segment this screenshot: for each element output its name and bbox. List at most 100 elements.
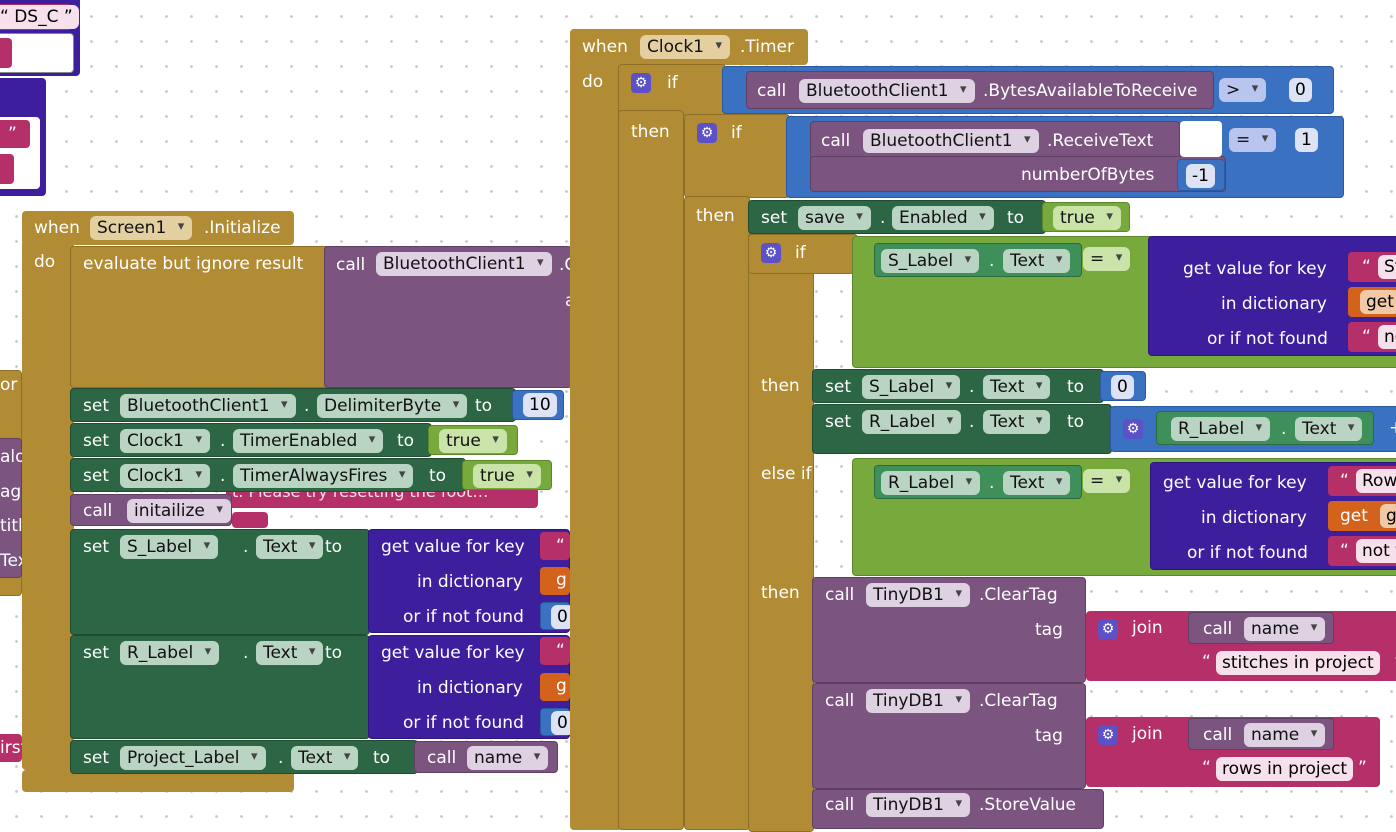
slabel-text-dropdown-2[interactable]: Text [983, 375, 1051, 399]
rlabel-dropdown-2[interactable]: R_Label [862, 410, 962, 434]
if-block-outer[interactable]: ⚙ if then [618, 64, 726, 142]
slabel-dropdown-2[interactable]: S_Label [862, 375, 961, 399]
delimiter-comp-dropdown[interactable]: BluetoothClient1 [120, 394, 296, 418]
bt-client-dropdown-2[interactable]: BluetoothClient1 [799, 79, 975, 103]
call-initialize-block[interactable]: call initailize [70, 494, 232, 526]
get-rlabel-text[interactable]: R_Label . Text [1156, 411, 1374, 445]
key-string-row[interactable]: “Row [1328, 466, 1396, 496]
tinydb-dropdown-1[interactable]: TinyDB1 [866, 583, 970, 607]
getvalue-block-1[interactable]: get value for key in dictionary or if no… [368, 529, 570, 633]
set-rlabel-plus[interactable]: set R_Label . Text to [812, 404, 1112, 454]
cleartag-block-1[interactable]: call TinyDB1 .ClearTag tag [812, 577, 1086, 683]
save-dropdown[interactable]: save [798, 206, 871, 230]
zero-num[interactable]: 0 [1289, 78, 1312, 102]
timerenabled-comp-dropdown[interactable]: Clock1 [120, 429, 211, 453]
enabled-dropdown[interactable]: Enabled [892, 206, 994, 230]
clock1-timer-block[interactable]: when Clock1 .Timer [570, 29, 808, 65]
rlabel-getter-dropdown-2[interactable]: R_Label [881, 471, 981, 495]
call-name-2[interactable]: call name [1188, 718, 1334, 750]
bt-client-dropdown[interactable]: BluetoothClient1 [376, 252, 552, 276]
partial-left-bottom[interactable]: irst [0, 734, 27, 762]
slabel-prop-dropdown[interactable]: Text [256, 535, 324, 559]
projectlabel-prop-dropdown[interactable]: Text [291, 746, 359, 770]
alwaysfires-prop-dropdown[interactable]: TimerAlwaysFires [233, 464, 414, 488]
if-block-level3[interactable]: ⚙ if [748, 234, 858, 274]
tinydb-dropdown-3[interactable]: TinyDB1 [866, 793, 970, 817]
set-alwaysfires-block[interactable]: set Clock1 . TimerAlwaysFires to [70, 458, 466, 492]
rlabel-text-dropdown-3[interactable]: Text [1295, 417, 1363, 441]
num-block-10[interactable]: 10 [512, 390, 564, 420]
delimiter-prop-dropdown[interactable]: DelimiterByte [317, 394, 468, 418]
set-timerenabled-block[interactable]: set Clock1 . TimerEnabled to [70, 423, 432, 457]
rlabel-text-dropdown-2[interactable]: Text [983, 410, 1051, 434]
set-slabel-zero[interactable]: set S_Label . Text to [812, 369, 1104, 403]
key-string-1[interactable]: “ [540, 532, 570, 560]
projectlabel-comp-dropdown[interactable]: Project_Label [120, 746, 266, 770]
get-rlabel-text-2[interactable]: R_Label . Text [874, 465, 1082, 499]
string-rows-in-project[interactable]: “ rows in project ” [1188, 753, 1378, 785]
one-num[interactable]: 1 [1295, 128, 1318, 152]
tinydb-dropdown-2[interactable]: TinyDB1 [866, 689, 970, 713]
call-name-1[interactable]: call name [1188, 612, 1334, 644]
eq-op-dropdown[interactable]: = [1229, 128, 1277, 152]
notfound-num-1[interactable]: 0 [540, 602, 574, 630]
screen1-initialize-block[interactable]: when Screen1 .Initialize [22, 211, 294, 245]
notfound-string-notf[interactable]: “not f [1328, 536, 1396, 566]
get-slabel-text[interactable]: S_Label . Text [874, 243, 1082, 277]
if-inner-mutator-icon[interactable]: ⚙ [697, 123, 717, 143]
name-dropdown[interactable]: name [467, 746, 549, 770]
rlabel-getter-dropdown[interactable]: R_Label [1171, 417, 1271, 441]
rlabel-comp-dropdown[interactable]: R_Label [120, 641, 220, 665]
if-level3-mutator-icon[interactable]: ⚙ [761, 243, 781, 263]
bool-true-1[interactable]: true [428, 425, 518, 455]
notfound-num-2[interactable]: 0 [540, 708, 574, 736]
slabel-comp-dropdown[interactable]: S_Label [120, 535, 219, 559]
call-bytes-available[interactable]: call BluetoothClient1 .BytesAvailableToR… [746, 71, 1214, 109]
string-dsc[interactable]: “ DS_C ” [0, 5, 79, 29]
timerenabled-prop-dropdown[interactable]: TimerEnabled [233, 429, 384, 453]
call-receivetext[interactable]: call BluetoothClient1 .ReceiveText [810, 121, 1180, 161]
partial-string-quote[interactable] [232, 512, 268, 528]
bool-true-2[interactable]: true [462, 460, 552, 490]
key-string-2[interactable]: “ [540, 637, 570, 665]
set-delimiter-block[interactable]: set BluetoothClient1 . DelimiterByte to [70, 388, 516, 422]
rlabel-text-dropdown-4[interactable]: Text [1003, 471, 1071, 495]
slabel-text-dropdown[interactable]: Text [1003, 249, 1071, 273]
storevalue-block[interactable]: call TinyDB1 .StoreValue [812, 789, 1104, 829]
set-slabel-block[interactable]: set S_Label . Text to [70, 529, 370, 635]
dict-get-gl[interactable]: getgl [1328, 501, 1396, 531]
cleartag-block-2[interactable]: call TinyDB1 .ClearTag tag [812, 683, 1086, 789]
num-zero-wrap[interactable]: 0 [1100, 371, 1146, 401]
logic-eq-dropdown-1[interactable]: = [1083, 247, 1131, 271]
key-string-st[interactable]: “St [1348, 252, 1396, 282]
dict-get-st[interactable]: get [1348, 287, 1396, 317]
set-projectlabel-block[interactable]: set Project_Label . Text to [70, 740, 418, 774]
bt-call-partial[interactable]: call BluetoothClient1 .C a [324, 246, 576, 388]
screen1-dropdown[interactable]: Screen1 [90, 216, 193, 240]
getvalue-block-2[interactable]: get value for key in dictionary or if no… [368, 635, 570, 739]
gt-op-dropdown[interactable]: > [1219, 78, 1267, 102]
if-mutator-icon[interactable]: ⚙ [631, 73, 651, 93]
initialize-dropdown[interactable]: initailize [127, 499, 231, 523]
call-name-block[interactable]: call name [414, 741, 558, 773]
string-stitches[interactable]: “ stitches in project ” [1188, 647, 1396, 679]
dict-get-2[interactable]: g [540, 673, 570, 701]
partial-text-second[interactable]: ” [0, 120, 30, 148]
join-mutator-icon-1[interactable]: ⚙ [1098, 619, 1118, 639]
alwaysfires-comp-dropdown[interactable]: Clock1 [120, 464, 211, 488]
clock1-dropdown[interactable]: Clock1 [640, 35, 731, 59]
partial-string-dsc[interactable]: “ DS_C ” [0, 4, 79, 30]
logic-eq-dropdown-2[interactable]: = [1083, 469, 1131, 493]
partial-left-call[interactable] [0, 438, 22, 578]
notfound-string-no[interactable]: “no [1348, 322, 1396, 352]
rlabel-prop-dropdown[interactable]: Text [256, 641, 324, 665]
bool-true-3[interactable]: true [1042, 202, 1130, 232]
slabel-getter-dropdown[interactable]: S_Label [881, 249, 980, 273]
bt-client-dropdown-3[interactable]: BluetoothClient1 [863, 129, 1039, 153]
join-mutator-icon-2[interactable]: ⚙ [1098, 725, 1118, 745]
set-rlabel-block[interactable]: set R_Label . Text to [70, 635, 370, 739]
if-block-inner[interactable]: ⚙ if [684, 114, 790, 198]
neg1-wrap[interactable]: -1 [1177, 159, 1225, 191]
evaluate-ignore-block[interactable]: evaluate but ignore result [70, 246, 332, 388]
set-save-enabled[interactable]: set save . Enabled to [748, 200, 1046, 234]
